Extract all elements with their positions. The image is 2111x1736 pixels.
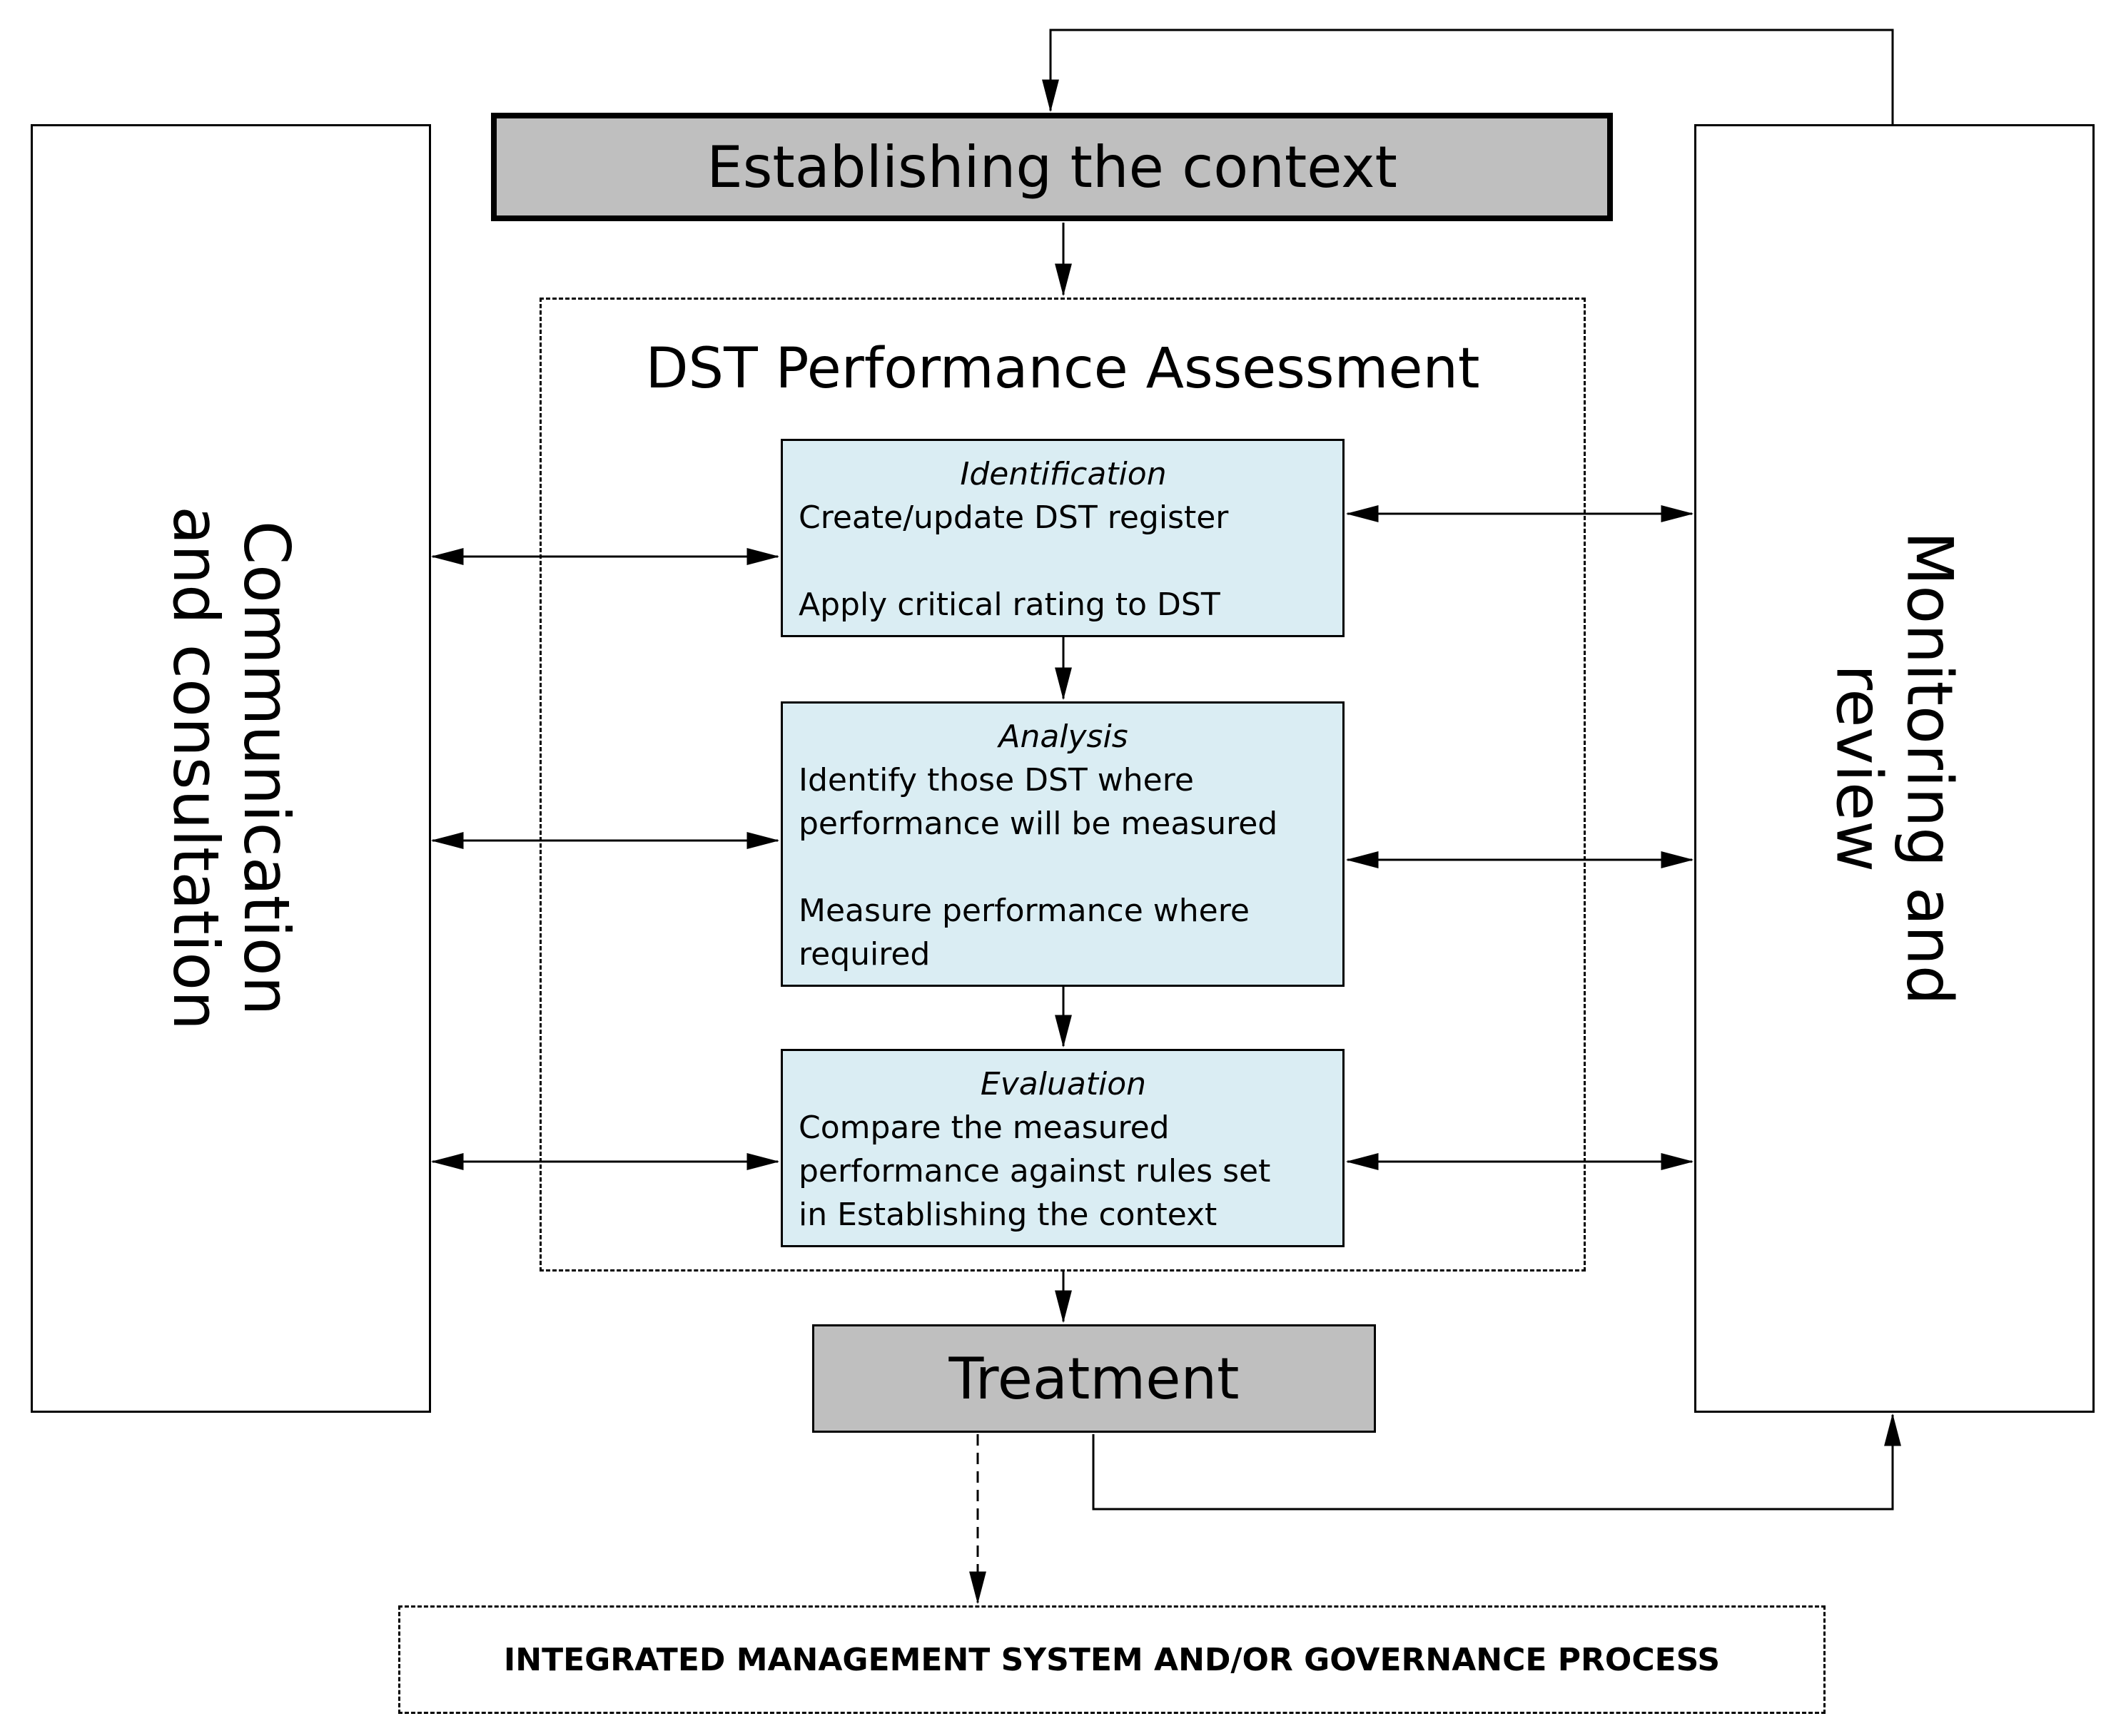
identification-line-1: Create/update DST register [799, 499, 1229, 536]
monitoring-review-label: Monitoring and review [1823, 531, 1968, 1006]
establishing-context-box: Establishing the context [491, 113, 1613, 221]
treatment-label: Treatment [948, 1345, 1240, 1412]
analysis-line-1: Identify those DST where [799, 762, 1194, 798]
evaluation-line-2: performance against rules set [799, 1153, 1271, 1189]
evaluation-line-1: Compare the measured [799, 1110, 1170, 1146]
governance-process-label: INTEGRATED MANAGEMENT SYSTEM AND/OR GOVE… [503, 1641, 1721, 1678]
communication-line-2: and consultation [159, 506, 233, 1031]
analysis-step-box: Analysis Identify those DST where perfor… [781, 701, 1345, 987]
identification-line-2: Apply critical rating to DST [799, 587, 1220, 623]
analysis-line-3: Measure performance where [799, 893, 1250, 929]
evaluation-step-box: Evaluation Compare the measured performa… [781, 1049, 1345, 1247]
identification-step-box: Identification Create/update DST registe… [781, 439, 1345, 637]
dst-assessment-title: DST Performance Assessment [645, 337, 1480, 401]
treatment-box: Treatment [812, 1324, 1376, 1433]
analysis-line-4: required [799, 936, 931, 973]
monitoring-line-2: review [1823, 664, 1897, 873]
dst-assessment-container: DST Performance Assessment [540, 298, 1586, 1271]
communication-consultation-box: Communication and consultation [31, 124, 431, 1413]
analysis-title: Analysis [998, 719, 1128, 755]
evaluation-line-3: in Establishing the context [799, 1197, 1218, 1233]
identification-title: Identification [960, 456, 1167, 492]
communication-consultation-label: Communication and consultation [159, 506, 304, 1031]
arrow-monitoring-to-context [1042, 29, 1894, 124]
establishing-context-label: Establishing the context [707, 133, 1397, 200]
monitoring-review-box: Monitoring and review [1694, 124, 2095, 1413]
governance-process-box: INTEGRATED MANAGEMENT SYSTEM AND/OR GOVE… [398, 1605, 1826, 1714]
analysis-line-2: performance will be measured [799, 806, 1278, 842]
communication-line-1: Communication [230, 521, 304, 1016]
evaluation-title: Evaluation [980, 1066, 1147, 1102]
monitoring-line-1: Monitoring and [1893, 531, 1968, 1006]
